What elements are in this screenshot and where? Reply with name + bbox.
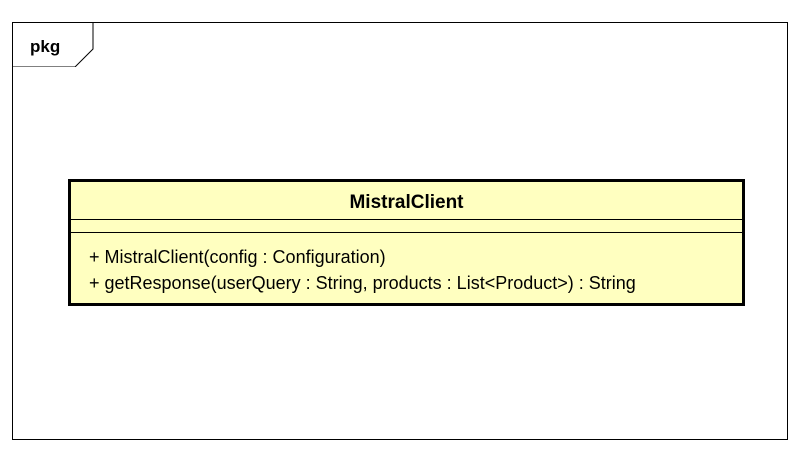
operations-divider (71, 232, 742, 233)
package-label: pkg (30, 37, 61, 56)
attributes-divider (71, 219, 742, 220)
class-box-mistralclient[interactable]: MistralClient + MistralClient(config : C… (68, 179, 745, 306)
package-tab: pkg (12, 22, 94, 67)
package-frame (12, 22, 788, 440)
operation-get-response: + getResponse(userQuery : String, produc… (89, 273, 636, 293)
package-tab-outline (12, 22, 94, 67)
operation-constructor: + MistralClient(config : Configuration) (89, 247, 386, 267)
class-name: MistralClient (349, 192, 464, 213)
operations-list: + MistralClient(config : Configuration) … (89, 244, 636, 296)
